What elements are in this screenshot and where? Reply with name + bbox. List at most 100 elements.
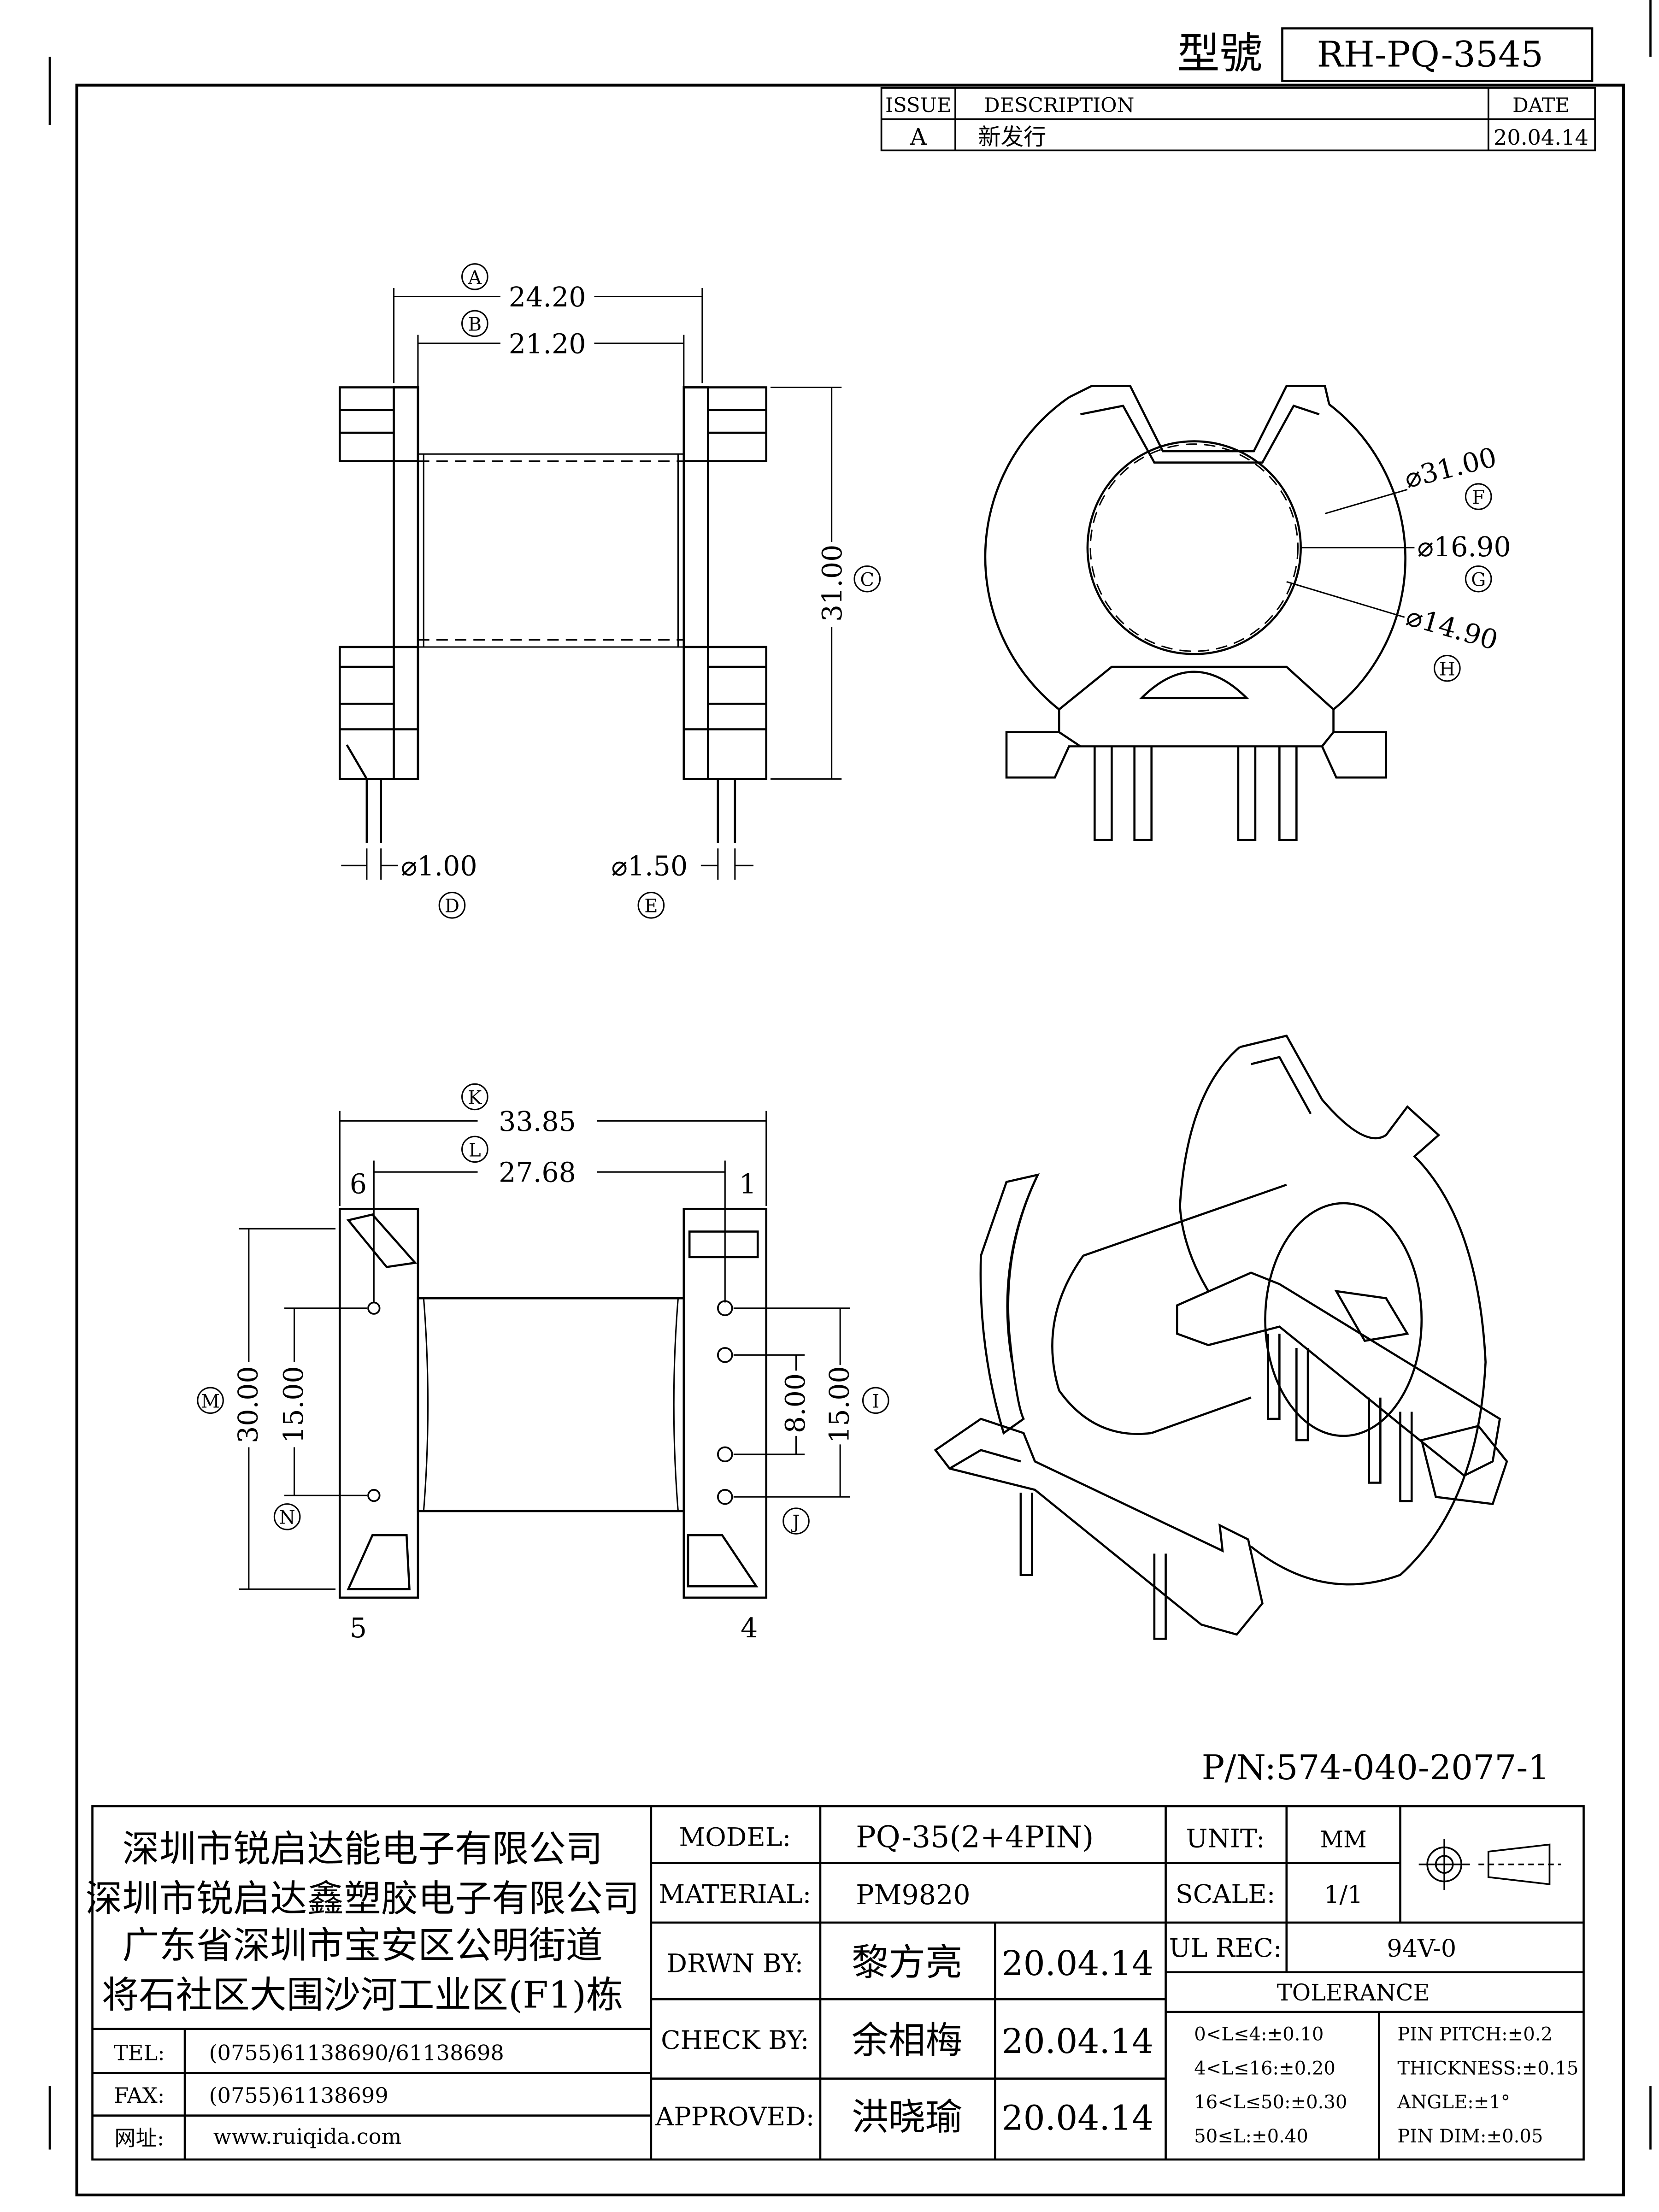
dim-e: ⌀1.50 E [611,851,688,919]
fax-value: (0755)61138699 [209,2083,388,2108]
dim-i-tag: I [872,1391,879,1412]
dim-e-value: ⌀1.50 [611,851,688,882]
drawn-by-name: 黎方亮 [852,1941,963,1984]
revision-table [880,87,1596,152]
website-label: 网址: [114,2125,164,2150]
end-view-leaders [1286,488,1415,618]
tel-label: TEL: [114,2041,165,2065]
dim-j-value: 8.00 [780,1373,811,1433]
dim-f: ⌀31.00 F [1401,441,1500,510]
dim-n-tag: N [279,1507,295,1529]
dim-k-value: 33.85 [499,1106,576,1137]
drawn-by-label: DRWN BY: [666,1949,803,1979]
tolerance-length-4: 50≤L:±0.40 [1194,2126,1308,2147]
side-view [338,386,768,843]
scale-value: 1/1 [1324,1881,1363,1909]
dim-m: 30.00 M [197,1366,264,1443]
side-view-dimension-lines [341,288,842,880]
isometric-view [934,1034,1508,1640]
approved-label: APPROVED: [655,2102,814,2132]
ul-label: UL REC: [1169,1934,1282,1963]
drawing-frame [75,83,1625,2197]
dim-d-tag: D [445,896,459,917]
dim-m-value: 30.00 [232,1366,264,1443]
tolerance-length-3: 16<L≤50:±0.30 [1194,2092,1347,2113]
company-name-1: 深圳市锐启达能电子有限公司 [122,1828,602,1871]
dim-g: ⌀16.90 G [1418,531,1511,593]
dim-e-tag: E [644,896,658,917]
model-number-label: 型號 [1177,29,1262,78]
dim-i: 15.00 I [824,1366,889,1443]
pin-label-5: 5 [350,1612,367,1644]
end-view-bore-dashed [1089,443,1299,652]
tel-value: (0755)61138690/61138698 [209,2041,504,2065]
dim-a: A 24.20 [461,263,586,313]
tolerance-pin-dim: PIN DIM:±0.05 [1397,2126,1543,2147]
model-label: MODEL: [679,1823,791,1853]
dim-g-tag: G [1471,570,1486,591]
dim-l-tag: L [469,1140,481,1161]
dim-c: 31.00 C [817,545,881,622]
title-block-grid [91,1805,1585,2161]
tolerance-title: TOLERANCE [1277,1979,1430,2006]
dim-b: B 21.20 [461,310,586,360]
dim-k-tag: K [468,1087,482,1108]
approved-date: 20.04.14 [1001,2098,1153,2138]
pin-label-1: 1 [739,1168,756,1200]
dim-j: 8.00 J [780,1373,811,1535]
model-number-box [1281,27,1594,82]
unit-label: UNIT: [1186,1824,1265,1854]
dim-d-value: ⌀1.00 [401,851,477,882]
dim-b-tag: B [468,314,482,335]
dim-i-value: 15.00 [824,1366,855,1443]
revision-date-header: DATE [1512,94,1570,117]
frame-corner-marks [48,0,1652,2150]
tolerance-thickness: THICKNESS:±0.15 [1397,2058,1578,2079]
scale-label: SCALE: [1176,1880,1276,1909]
dim-n-value: 15.00 [278,1366,309,1443]
dim-a-tag: A [468,267,482,288]
revision-date: 20.04.14 [1494,125,1588,150]
dim-f-tag: F [1472,487,1485,508]
company-address-2: 将石社区大围沙河工业区(F1)栋 [102,1974,623,2017]
material-label: MATERIAL: [659,1880,811,1909]
dim-c-value: 31.00 [817,545,848,622]
end-view [984,385,1406,841]
check-by-label: CHECK BY: [661,2026,809,2055]
pin-label-4: 4 [741,1612,758,1644]
revision-description-header: DESCRIPTION [984,94,1134,117]
revision-description: 新发行 [978,124,1046,150]
unit-value: MM [1320,1826,1367,1853]
revision-issue: A [910,124,927,150]
pin-label-6: 6 [350,1168,367,1200]
projection-symbol-icon [1418,1839,1561,1890]
dim-k: K 33.85 [461,1083,576,1137]
dim-h-tag: H [1439,659,1455,680]
dim-b-value: 21.20 [509,329,586,360]
tolerance-pin-pitch: PIN PITCH:±0.2 [1397,2024,1553,2045]
revision-issue-header: ISSUE [885,94,951,117]
website-value: www.ruiqida.com [213,2124,402,2149]
ul-value: 94V-0 [1387,1935,1456,1963]
dim-d: ⌀1.00 D [401,851,477,919]
model-value: PQ-35(2+4PIN) [856,1820,1094,1855]
tolerance-length-2: 4<L≤16:±0.20 [1194,2058,1335,2079]
drawn-by-date: 20.04.14 [1001,1944,1153,1983]
dim-h-value: ⌀14.90 [1403,600,1501,656]
approved-by-name: 洪晓瑜 [852,2095,963,2138]
model-number: RH-PQ-3545 [1317,34,1544,76]
dim-h: ⌀14.90 H [1403,600,1501,682]
tolerance-length-1: 0<L≤4:±0.10 [1194,2024,1324,2045]
company-address-1: 广东省深圳市宝安区公明街道 [122,1924,602,1967]
dim-m-tag: M [201,1391,220,1412]
dim-l-value: 27.68 [499,1157,576,1188]
company-name-2: 深圳市锐启达鑫塑胶电子有限公司 [85,1877,640,1920]
tolerance-angle: ANGLE:±1° [1397,2092,1510,2113]
dim-g-value: ⌀16.90 [1418,531,1511,563]
dim-a-value: 24.20 [509,282,586,313]
bottom-view-dimension-lines [239,1111,850,1590]
dim-c-tag: C [860,570,874,591]
check-by-name: 余相梅 [852,2019,963,2062]
material-value: PM9820 [856,1879,971,1911]
